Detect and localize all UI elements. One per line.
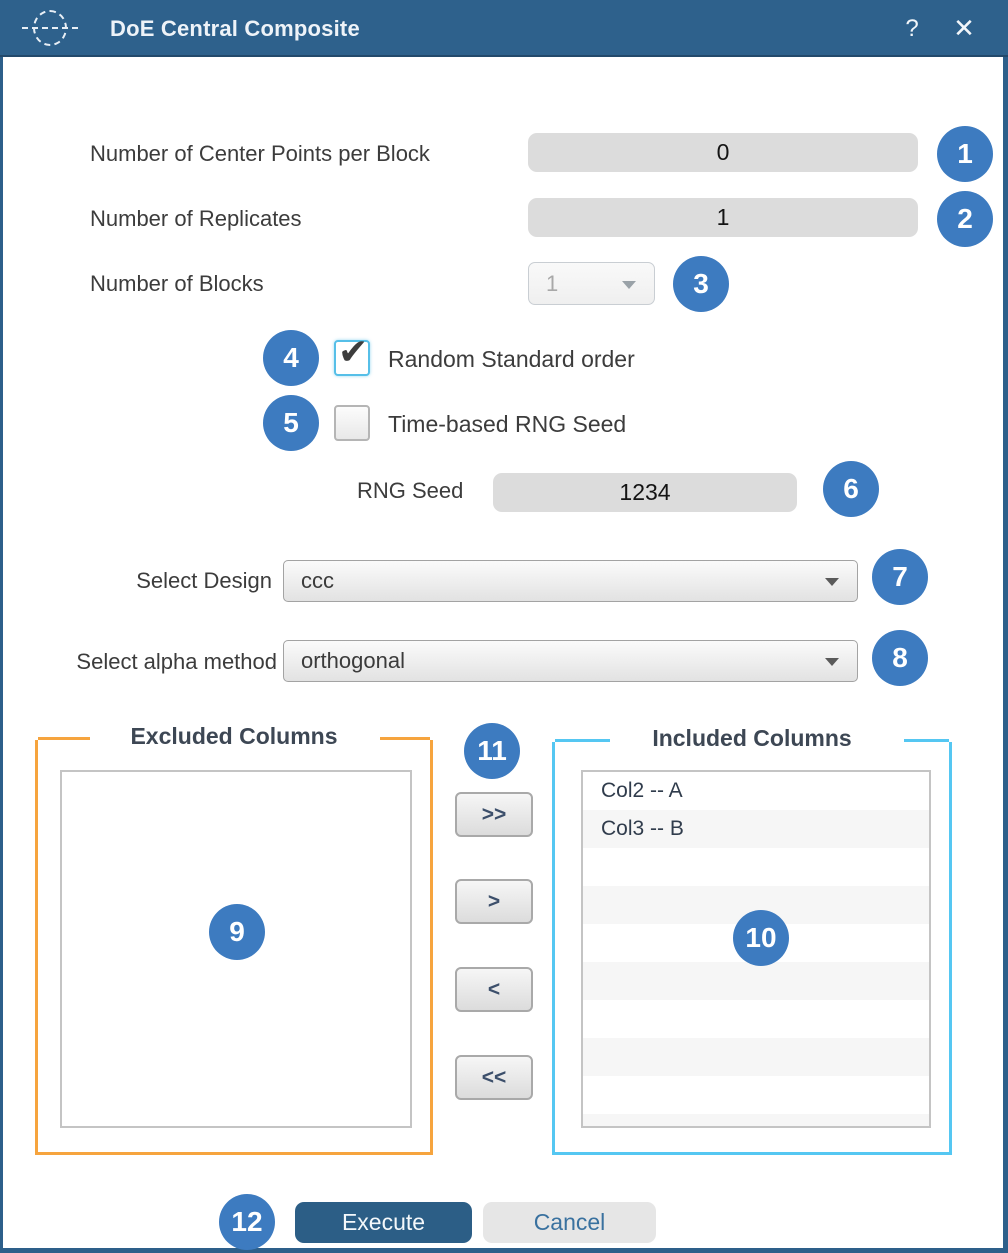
annotation-badge: 10	[733, 910, 789, 966]
execute-button[interactable]: Execute	[295, 1202, 472, 1243]
blocks-dropdown: 1	[528, 262, 655, 305]
blocks-label: Number of Blocks	[90, 271, 264, 296]
annotation-badge: 3	[673, 256, 729, 312]
annotation-badge: 12	[219, 1194, 275, 1250]
titlebar[interactable]: DoE Central Composite ? ✕	[0, 0, 1008, 57]
move-all-left-button[interactable]: <<	[455, 1055, 533, 1100]
time-based-rng-seed-checkbox[interactable]	[334, 405, 370, 441]
center-points-label: Number of Center Points per Block	[90, 141, 430, 166]
select-alpha-method-dropdown[interactable]: orthogonal	[283, 640, 858, 682]
annotation-badge: 7	[872, 549, 928, 605]
close-icon[interactable]: ✕	[953, 13, 975, 43]
rng-seed-input[interactable]: 1234	[493, 473, 797, 512]
bracket-top-line	[38, 737, 90, 740]
center-points-input[interactable]: 0	[528, 133, 918, 172]
annotation-badge: 6	[823, 461, 879, 517]
replicates-value: 1	[716, 204, 730, 230]
rng-seed-label: RNG Seed	[357, 478, 464, 503]
window-border	[1003, 57, 1008, 1253]
list-item[interactable]: Col3 -- B	[601, 817, 684, 840]
replicates-label: Number of Replicates	[90, 206, 302, 231]
annotation-badge: 2	[937, 191, 993, 247]
select-design-dropdown[interactable]: ccc	[283, 560, 858, 602]
center-point-app-icon	[22, 8, 78, 49]
annotation-badge: 11	[464, 723, 520, 779]
blocks-value: 1	[546, 270, 559, 296]
move-all-right-button[interactable]: >>	[455, 792, 533, 837]
included-columns-title: Included Columns	[652, 725, 852, 751]
help-button[interactable]: ?	[905, 15, 919, 42]
random-standard-order-checkbox[interactable]: ✔	[334, 334, 370, 376]
annotation-badge: 5	[263, 395, 319, 451]
move-left-button[interactable]: <	[455, 967, 533, 1012]
cancel-button[interactable]: Cancel	[483, 1202, 656, 1243]
annotation-badge: 9	[209, 904, 265, 960]
bracket-top-line	[380, 737, 430, 740]
rng-seed-value: 1234	[619, 479, 671, 505]
time-based-rng-seed-label: Time-based RNG Seed	[388, 411, 627, 437]
window-title: DoE Central Composite	[110, 16, 360, 41]
excluded-columns-title: Excluded Columns	[130, 723, 338, 749]
annotation-badge: 4	[263, 330, 319, 386]
window-border	[0, 57, 3, 1253]
center-points-value: 0	[716, 139, 730, 165]
move-right-button[interactable]: >	[455, 879, 533, 924]
select-design-value: ccc	[301, 568, 334, 593]
annotation-badge: 8	[872, 630, 928, 686]
checkmark-icon: ✔	[338, 331, 369, 372]
chevron-down-icon	[825, 578, 839, 586]
bracket-top-line	[904, 739, 949, 742]
select-alpha-method-label: Select alpha method	[76, 649, 277, 674]
bracket-top-line	[555, 739, 610, 742]
window-border	[0, 1248, 1008, 1253]
random-standard-order-label: Random Standard order	[388, 346, 635, 372]
select-alpha-method-value: orthogonal	[301, 648, 405, 673]
annotation-badge: 1	[937, 126, 993, 182]
chevron-down-icon	[825, 658, 839, 666]
select-design-label: Select Design	[136, 568, 272, 593]
list-item[interactable]: Col2 -- A	[601, 779, 683, 802]
chevron-down-icon	[622, 280, 636, 289]
replicates-input[interactable]: 1	[528, 198, 918, 237]
